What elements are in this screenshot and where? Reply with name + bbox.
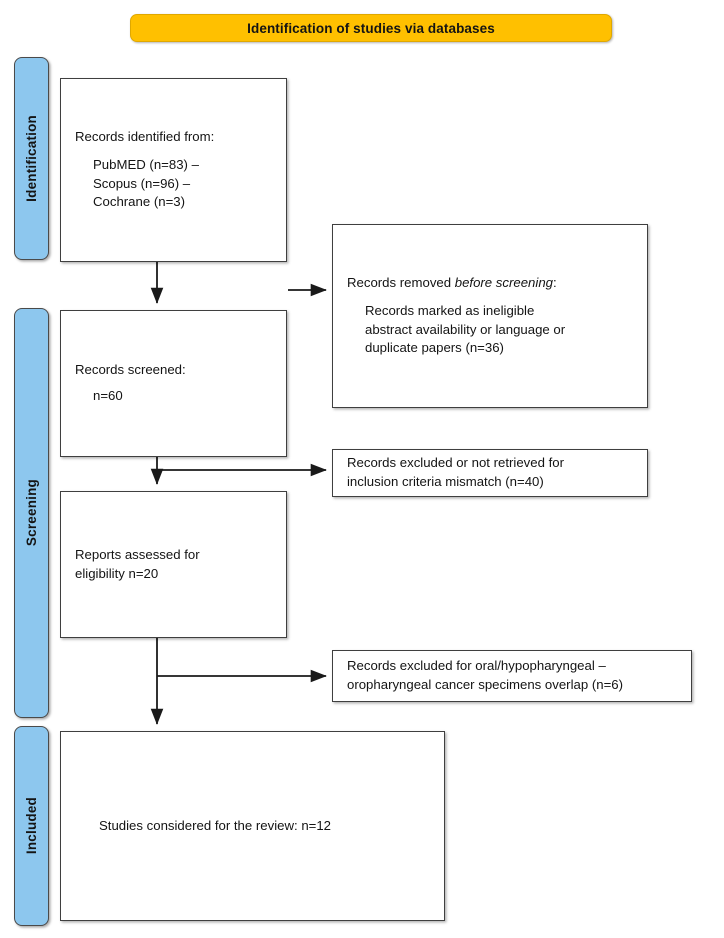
stage-bar-included: Included bbox=[14, 726, 49, 926]
stage-label-included: Included bbox=[24, 797, 39, 855]
box-records-screened-text: Records screened: n=60 bbox=[61, 361, 286, 405]
records-excluded-overlap-line-1: oropharyngeal cancer specimens overlap (… bbox=[347, 677, 623, 692]
records-removed-heading: Records removed before screening: bbox=[347, 274, 633, 293]
stage-label-identification: Identification bbox=[24, 115, 39, 202]
box-records-excluded-overlap: Records excluded for oral/hypopharyngeal… bbox=[332, 650, 692, 702]
box-records-excluded-criteria: Records excluded or not retrieved for in… bbox=[332, 449, 648, 497]
reports-assessed-line-1: eligibility n=20 bbox=[75, 565, 159, 581]
records-removed-line-1: abstract availability or language or bbox=[365, 321, 566, 337]
records-removed-heading-pre: Records removed bbox=[347, 275, 455, 291]
identification-banner: Identification of studies via databases bbox=[130, 14, 612, 42]
box-studies-included: Studies considered for the review: n=12 bbox=[60, 731, 445, 921]
records-removed-heading-post: : bbox=[553, 275, 557, 291]
records-identified-line-1: Scopus (n=96) – bbox=[93, 175, 191, 191]
records-screened-line-0: n=60 bbox=[93, 388, 123, 403]
stage-bar-identification: Identification bbox=[14, 57, 49, 260]
box-records-removed-text: Records removed before screening: Record… bbox=[333, 274, 647, 358]
box-records-identified: Records identified from: PubMED (n=83) –… bbox=[60, 78, 287, 262]
records-identified-line-0: PubMED (n=83) – bbox=[93, 156, 199, 172]
studies-included-line-0: Studies considered for the review: n=12 bbox=[99, 817, 332, 833]
records-removed-line-0: Records marked as ineligible bbox=[365, 302, 535, 318]
records-removed-line-2: duplicate papers (n=36) bbox=[365, 340, 504, 356]
box-records-removed: Records removed before screening: Record… bbox=[332, 224, 648, 408]
box-records-excluded-overlap-text: Records excluded for oral/hypopharyngeal… bbox=[333, 657, 691, 694]
box-reports-assessed-text: Reports assessed for eligibility n=20 bbox=[61, 546, 286, 583]
records-excluded-overlap-line-0: Records excluded for oral/hypopharyngeal… bbox=[347, 658, 606, 674]
box-records-screened: Records screened: n=60 bbox=[60, 310, 287, 457]
box-records-identified-text: Records identified from: PubMED (n=83) –… bbox=[61, 128, 286, 212]
reports-assessed-line-0: Reports assessed for bbox=[75, 546, 200, 562]
records-excluded-criteria-line-1: inclusion criteria mismatch (n=40) bbox=[347, 474, 544, 489]
box-records-excluded-criteria-text: Records excluded or not retrieved for in… bbox=[333, 454, 647, 491]
stage-bar-screening: Screening bbox=[14, 308, 49, 718]
box-reports-assessed: Reports assessed for eligibility n=20 bbox=[60, 491, 287, 638]
records-removed-heading-italic: before screening bbox=[454, 275, 553, 291]
records-screened-heading: Records screened: bbox=[75, 362, 186, 378]
box-studies-included-text: Studies considered for the review: n=12 bbox=[61, 817, 444, 836]
banner-title: Identification of studies via databases bbox=[247, 20, 495, 36]
records-identified-line-2: Cochrane (n=3) bbox=[93, 194, 185, 210]
stage-label-screening: Screening bbox=[24, 479, 39, 547]
records-identified-heading: Records identified from: bbox=[75, 129, 215, 145]
records-excluded-criteria-line-0: Records excluded or not retrieved for bbox=[347, 455, 564, 471]
